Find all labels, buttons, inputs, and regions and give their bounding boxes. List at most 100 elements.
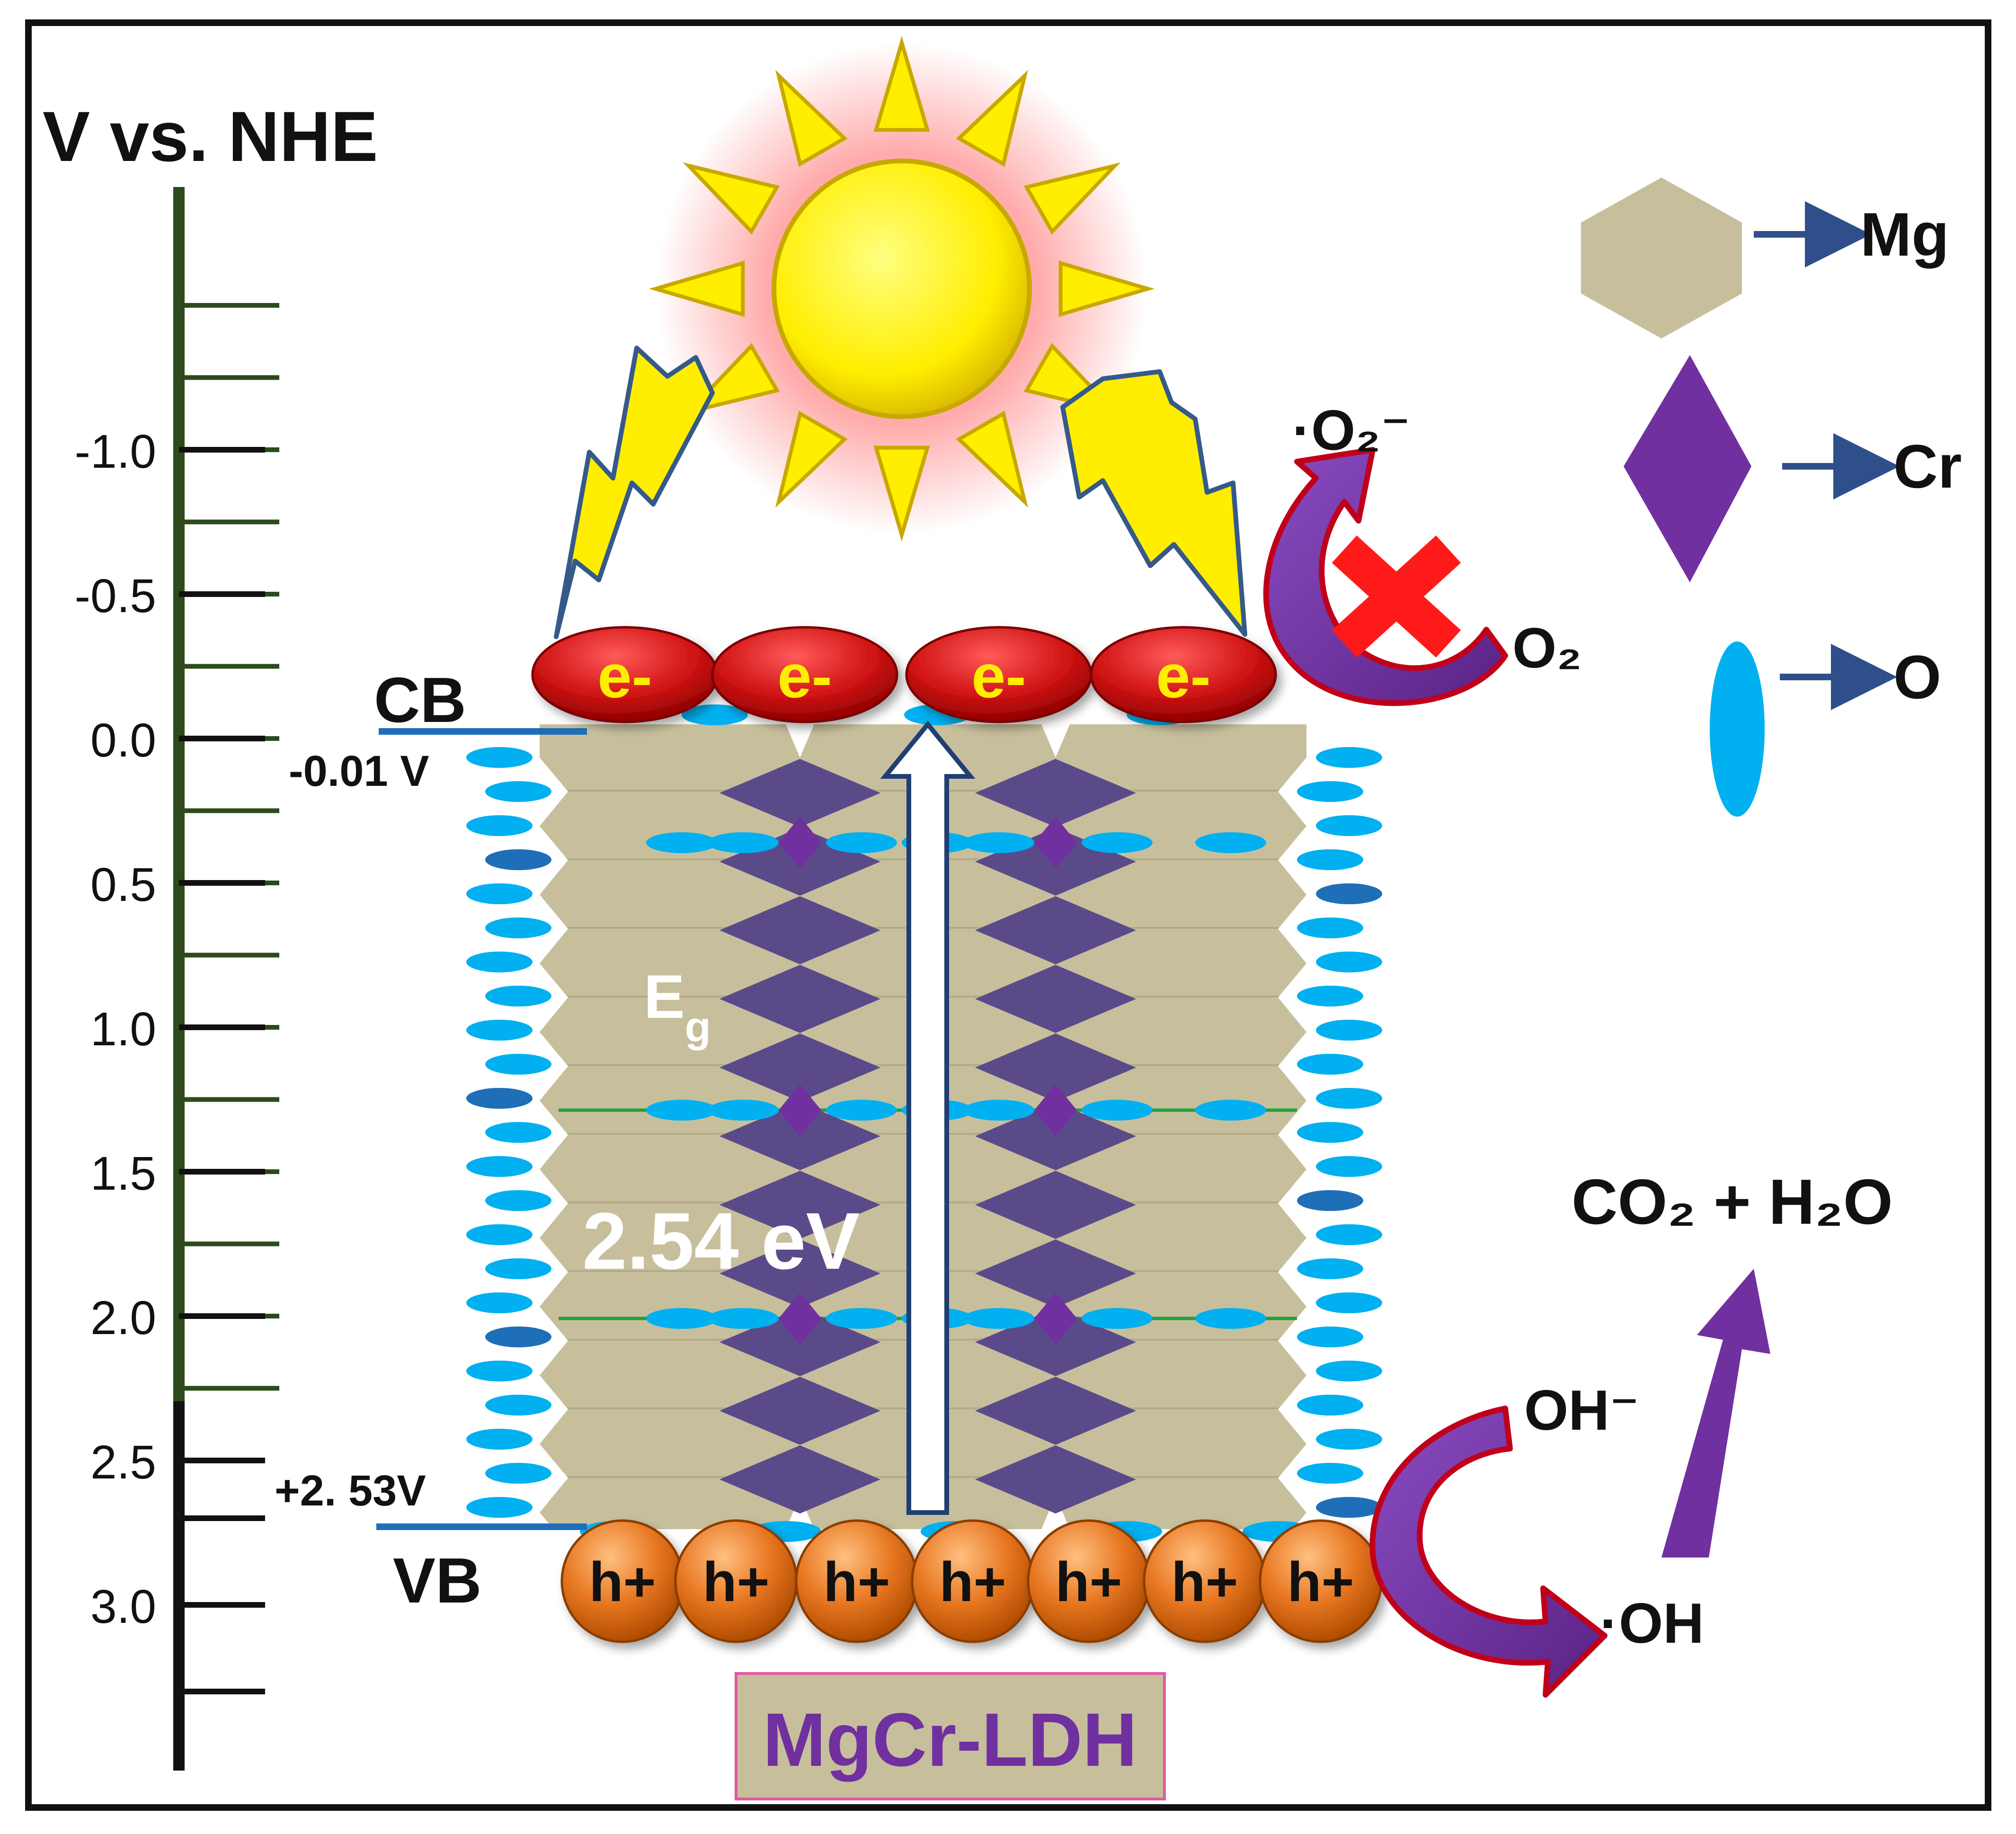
oxygen-ellipse: [1316, 1429, 1382, 1450]
legend-hexagon-icon: [1581, 178, 1742, 338]
hole-row: h+h+h+h+h+h+h+: [560, 1519, 1383, 1643]
oxygen-ellipse: [708, 1308, 779, 1329]
vb-potential: +2. 53V: [275, 1467, 426, 1515]
oxygen-ellipse: [466, 1429, 533, 1450]
vb-label: VB: [393, 1545, 482, 1616]
oxygen-ellipse: [826, 1308, 897, 1329]
electron-label: e-: [1156, 641, 1211, 711]
legend-label-o: O: [1893, 642, 1941, 712]
oxygen-label: O₂: [1512, 616, 1582, 680]
oxygen-ellipse: [1297, 1258, 1363, 1279]
oxygen-ellipse: [466, 1088, 533, 1109]
cr-center-diamond: [1034, 1084, 1077, 1136]
electron-label: e-: [971, 641, 1026, 711]
oxygen-ellipse: [466, 1224, 533, 1245]
oxygen-ellipse: [646, 1100, 717, 1121]
hole-label: h+: [1288, 1551, 1354, 1613]
reduction-curved-arrow: [1263, 447, 1508, 706]
oxygen-ellipse: [466, 747, 533, 768]
hex-notch-left: [540, 1101, 568, 1169]
cr-center-diamond: [779, 1084, 821, 1136]
hex-notch-right: [1278, 826, 1306, 895]
sun-ray: [1058, 260, 1155, 317]
oxygen-ellipse: [485, 1327, 551, 1347]
sun-ray: [775, 410, 848, 508]
oxygen-ellipse: [1297, 1463, 1363, 1484]
hex-notch-left: [540, 1238, 568, 1307]
oxygen-ellipse: [826, 1100, 897, 1121]
oxygen-ellipse: [466, 883, 533, 904]
tick-label: 3.0: [90, 1580, 156, 1633]
oxygen-ellipse: [485, 1122, 551, 1143]
potential-axis: V vs. NHE -1.0-0.50.00.51.01.52.02.53.0: [43, 97, 378, 1771]
oxygen-ellipse: [1082, 1308, 1153, 1329]
oxygen-ellipse: [1297, 1395, 1363, 1416]
oxygen-ellipse: [485, 1190, 551, 1211]
oxygen-ellipse: [1297, 1327, 1363, 1347]
oxygen-ellipse: [466, 1292, 533, 1313]
oxygen-ellipse: [1316, 883, 1382, 904]
cr-center-diamond: [779, 817, 821, 869]
band-gap-value: 2.54 eV: [582, 1196, 860, 1286]
oxygen-ellipse: [1316, 1088, 1382, 1109]
oxygen-ellipse: [963, 1308, 1034, 1329]
oxygen-ellipse: [466, 1156, 533, 1177]
cr-diamond: [719, 1171, 880, 1239]
oxygen-ellipse: [646, 832, 717, 853]
sun-ray: [873, 445, 930, 542]
oxygen-ellipse: [1297, 781, 1363, 802]
hex-notch-right: [1278, 1169, 1306, 1238]
hole-label: h+: [940, 1551, 1006, 1613]
oxygen-ellipse: [485, 781, 551, 802]
lightning-bolt-right: [1060, 369, 1247, 637]
lightning-bolt-left: [554, 346, 715, 639]
sun-ray: [873, 36, 930, 132]
hex-notch-right: [1278, 1238, 1306, 1307]
cb-label: CB: [374, 664, 466, 736]
oxygen-ellipse: [466, 1020, 533, 1041]
cr-center-diamond: [1034, 1292, 1077, 1344]
cb-potential: -0.01 V: [289, 747, 429, 795]
cr-diamond: [719, 1377, 880, 1445]
oxygen-ellipse: [1297, 849, 1363, 870]
hex-notch-right: [1278, 1444, 1306, 1513]
oxygen-ellipse: [1316, 1020, 1382, 1041]
cr-diamond: [719, 1033, 880, 1102]
oxidation-curved-arrow: [1369, 1406, 1607, 1698]
oxygen-ellipse: [485, 1258, 551, 1279]
sun-ray: [956, 70, 1029, 167]
electron-label: e-: [777, 641, 832, 711]
hex-notch-right: [1278, 1307, 1306, 1375]
hex-notch-right: [1278, 1375, 1306, 1444]
cr-diamond: [719, 896, 880, 964]
oxygen-ellipse: [485, 1395, 551, 1416]
oxygen-ellipse: [485, 849, 551, 870]
hole-label: h+: [703, 1551, 770, 1613]
oxygen-ellipse: [682, 704, 748, 725]
cr-diamond: [975, 1239, 1136, 1308]
oxygen-ellipse: [466, 1497, 533, 1518]
oxygen-ellipse: [1316, 1156, 1382, 1177]
hex-notch-top: [1041, 724, 1070, 757]
cr-center-diamond: [779, 1292, 821, 1344]
hole-label: h+: [824, 1551, 890, 1613]
hex-notch-left: [540, 1444, 568, 1513]
legend-label-mg: Mg: [1860, 200, 1949, 269]
oxygen-ellipse: [1316, 952, 1382, 972]
oxygen-ellipse: [646, 1308, 717, 1329]
material-label: MgCr-LDH: [763, 1697, 1137, 1782]
cr-diamond: [719, 759, 880, 827]
cr-center-diamond: [1034, 817, 1077, 869]
tick-label: -1.0: [75, 425, 156, 478]
tick-label: 1.0: [90, 1003, 156, 1056]
oxygen-ellipse: [1082, 1100, 1153, 1121]
tick-label: 0.5: [90, 858, 156, 911]
tick-label: 1.5: [90, 1147, 156, 1200]
sun-ray: [775, 70, 848, 167]
tick-label: 0.0: [90, 714, 156, 767]
cr-diamond: [719, 965, 880, 1033]
hex-notch-right: [1278, 1101, 1306, 1169]
cr-diamond: [719, 1239, 880, 1308]
oxygen-ellipse: [826, 832, 897, 853]
